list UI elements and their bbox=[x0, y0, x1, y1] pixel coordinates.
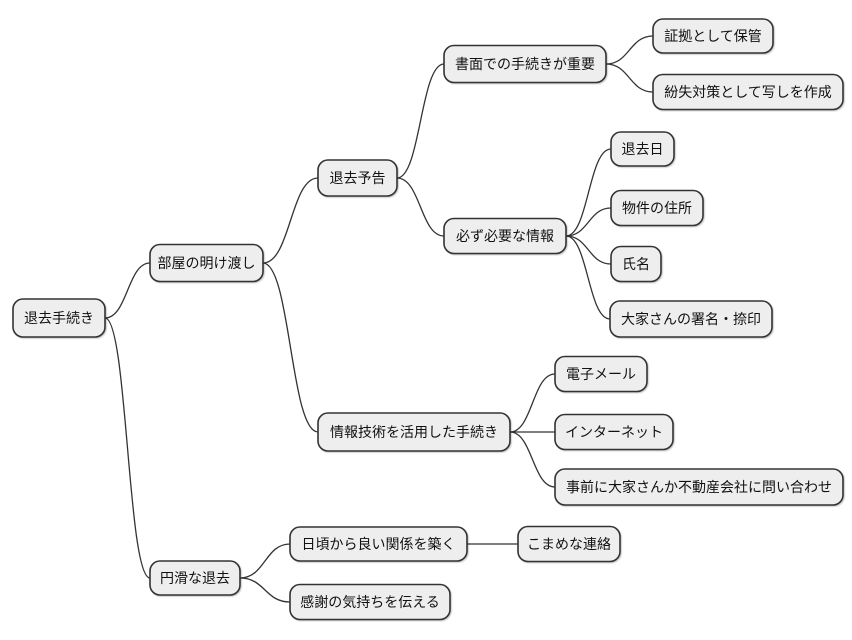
node-box bbox=[12, 298, 106, 338]
node-box bbox=[554, 468, 844, 506]
node-label: 電子メール bbox=[566, 367, 636, 383]
mindmap-node-komame: こまめな連絡 bbox=[517, 525, 621, 563]
edge-root-enkatsu bbox=[104, 317, 151, 579]
mindmap-node-shomei: 大家さんの署名・捺印 bbox=[609, 300, 773, 338]
edge-hitsuyo-shomei bbox=[565, 235, 611, 320]
node-label: 書面での手続きが重要 bbox=[455, 56, 595, 73]
node-label: 退去日 bbox=[622, 142, 664, 158]
node-label: 大家さんの署名・捺印 bbox=[621, 311, 761, 328]
mindmap-node-funshitsu: 紛失対策として写しを作成 bbox=[652, 73, 844, 111]
edge-yokoku-shomen bbox=[396, 63, 445, 179]
mindmap-node-internet: インターネット bbox=[554, 413, 674, 451]
node-label: 退去手続き bbox=[24, 310, 94, 327]
edge-enkatsu-higoro bbox=[239, 543, 291, 579]
node-box bbox=[609, 300, 773, 338]
mindmap-node-shoko: 証拠として保管 bbox=[652, 18, 774, 54]
node-label: 退去予告 bbox=[330, 171, 386, 187]
edge-heya-joho bbox=[262, 262, 319, 433]
mindmap-node-email: 電子メール bbox=[554, 355, 648, 393]
node-box bbox=[554, 355, 648, 393]
mindmap-node-yokoku: 退去予告 bbox=[317, 159, 398, 197]
node-box bbox=[517, 525, 621, 563]
node-label: 情報技術を活用した手続き bbox=[330, 424, 498, 441]
node-label: 日頃から良い関係を築く bbox=[302, 537, 456, 553]
node-box bbox=[443, 44, 607, 84]
node-label: 物件の住所 bbox=[622, 201, 692, 217]
mindmap-node-root: 退去手続き bbox=[12, 298, 106, 338]
mindmap-node-higoro: 日頃から良い関係を築く bbox=[289, 526, 468, 562]
mindmap-node-joho: 情報技術を活用した手続き bbox=[317, 412, 511, 452]
edge-heya-yokoku bbox=[262, 177, 319, 264]
mindmap-node-jizen: 事前に大家さんか不動産会社に問い合わせ bbox=[554, 468, 844, 506]
mindmap-node-shomen: 書面での手続きが重要 bbox=[443, 44, 607, 84]
edge-enkatsu-kansha bbox=[239, 577, 291, 603]
node-label: 証拠として保管 bbox=[664, 29, 762, 45]
node-label: 事前に大家さんか不動産会社に問い合わせ bbox=[566, 479, 832, 496]
node-label: 紛失対策として写しを作成 bbox=[664, 84, 832, 101]
edge-hitsuyo-taikyobi bbox=[565, 148, 612, 237]
node-box bbox=[610, 189, 704, 227]
mindmap-node-enkatsu: 円滑な退去 bbox=[149, 560, 241, 596]
edge-shomen-funshitsu bbox=[605, 63, 654, 93]
node-box bbox=[554, 413, 674, 451]
node-label: 氏名 bbox=[622, 257, 650, 273]
node-box bbox=[317, 159, 398, 197]
edge-joho-email bbox=[509, 373, 556, 433]
mindmap-node-taikyobi: 退去日 bbox=[610, 131, 675, 167]
node-box bbox=[652, 73, 844, 111]
node-box bbox=[652, 18, 774, 54]
node-box bbox=[610, 245, 662, 283]
node-label: インターネット bbox=[565, 425, 663, 441]
edge-root-heya bbox=[104, 262, 151, 319]
node-label: 部屋の明け渡し bbox=[158, 256, 256, 272]
node-box bbox=[610, 131, 675, 167]
node-label: 必ず必要な情報 bbox=[456, 229, 554, 245]
mindmap-node-shimei: 氏名 bbox=[610, 245, 662, 283]
mindmap-node-kansha: 感謝の気持ちを伝える bbox=[289, 583, 451, 621]
edge-hitsuyo-jusho bbox=[565, 207, 612, 237]
node-box bbox=[289, 583, 451, 621]
edge-hitsuyo-shimei bbox=[565, 235, 612, 265]
node-box bbox=[443, 217, 567, 255]
node-box bbox=[149, 560, 241, 596]
node-box bbox=[289, 526, 468, 562]
mindmap-node-heya: 部屋の明け渡し bbox=[149, 243, 264, 283]
node-label: こまめな連絡 bbox=[527, 537, 611, 553]
node-box bbox=[317, 412, 511, 452]
edge-yokoku-hitsuyo bbox=[396, 177, 445, 237]
node-label: 感謝の気持ちを伝える bbox=[300, 594, 440, 611]
node-label: 円滑な退去 bbox=[160, 570, 230, 587]
edge-joho-jizen bbox=[509, 431, 556, 488]
mindmap-node-jusho: 物件の住所 bbox=[610, 189, 704, 227]
mindmap-node-hitsuyo: 必ず必要な情報 bbox=[443, 217, 567, 255]
edge-shomen-shoko bbox=[605, 35, 654, 65]
node-box bbox=[149, 243, 264, 283]
